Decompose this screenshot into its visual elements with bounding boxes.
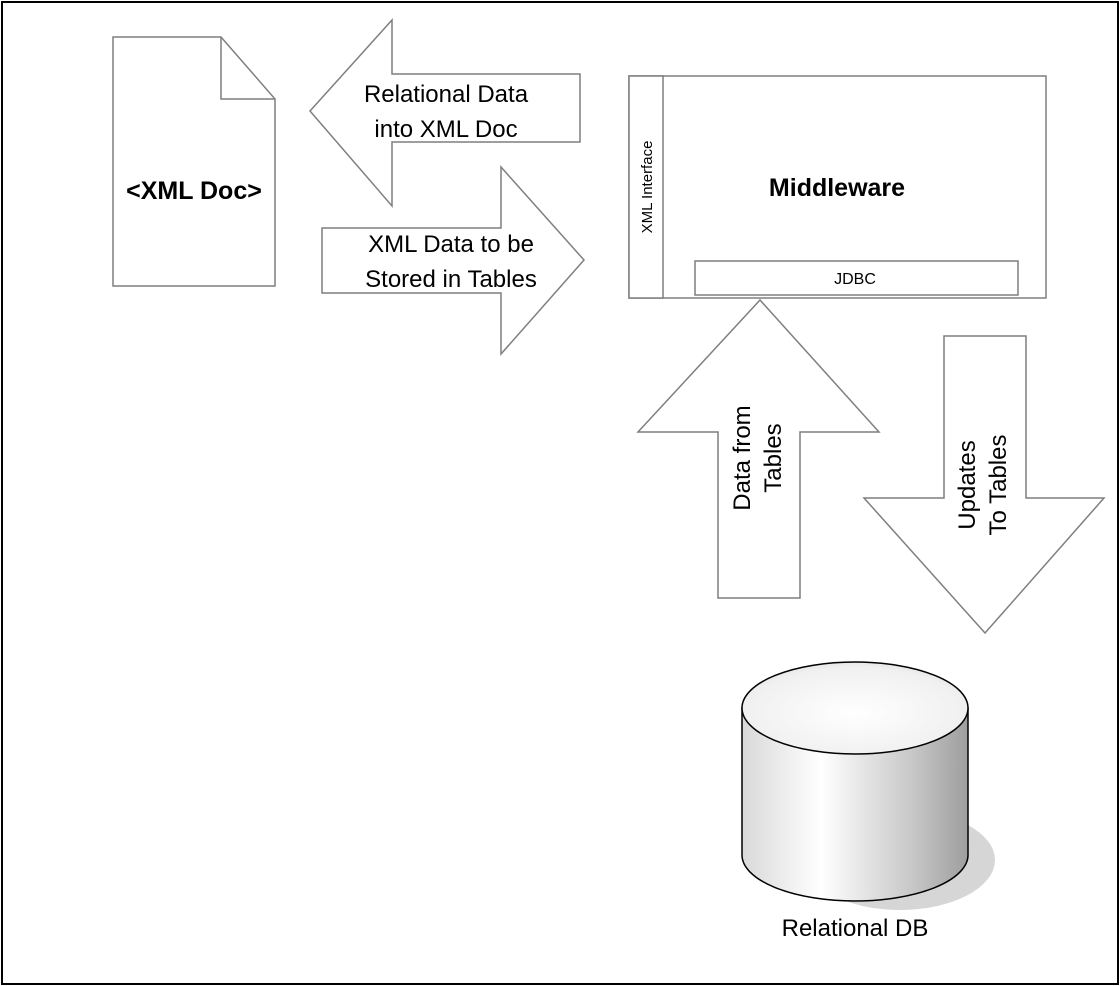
database-cylinder: Relational DB bbox=[741, 661, 995, 942]
arrow-data-from-tables-label-2: Tables bbox=[760, 423, 787, 492]
xml-document-fold bbox=[220, 37, 275, 100]
arrow-relational-to-xml-label-1: Relational Data bbox=[364, 81, 529, 108]
arrow-relational-to-xml-shape bbox=[309, 18, 581, 209]
xml-document-page bbox=[112, 36, 276, 287]
xml-document: <XML Doc> bbox=[112, 36, 276, 287]
arrow-updates-to-tables-label-1: Updates bbox=[954, 440, 981, 529]
jdbc-label: JDBC bbox=[834, 271, 876, 288]
arrow-updates-to-tables-shape bbox=[862, 335, 1106, 635]
xml-interface-bar bbox=[628, 75, 664, 299]
database-label: Relational DB bbox=[782, 915, 929, 942]
arrow-data-from-tables-label-1: Data from bbox=[729, 405, 756, 510]
arrow-xml-to-middleware-shape bbox=[321, 165, 586, 356]
middleware-title: Middleware bbox=[769, 174, 905, 202]
arrow-relational-to-xml: Relational Data into XML Doc bbox=[309, 18, 581, 209]
arrow-xml-to-middleware: XML Data to be Stored in Tables bbox=[321, 165, 586, 356]
jdbc-bar bbox=[694, 260, 1019, 296]
arrow-data-from-tables: Data from Tables bbox=[636, 298, 881, 599]
xml-interface-label: XML Interface bbox=[639, 141, 656, 234]
database-body bbox=[741, 707, 969, 902]
arrow-updates-to-tables-label-2: To Tables bbox=[985, 435, 1012, 536]
database-top bbox=[741, 661, 969, 755]
arrow-data-from-tables-shape bbox=[636, 298, 881, 599]
middleware-box: XML Interface Middleware JDBC bbox=[628, 75, 1047, 299]
arrow-xml-to-middleware-label-1: XML Data to be bbox=[368, 231, 534, 258]
arrow-xml-to-middleware-label-2: Stored in Tables bbox=[365, 266, 537, 293]
arrow-updates-to-tables: Updates To Tables bbox=[862, 335, 1106, 635]
xml-document-label: <XML Doc> bbox=[126, 177, 262, 205]
arrow-relational-to-xml-label-2: into XML Doc bbox=[374, 116, 517, 143]
